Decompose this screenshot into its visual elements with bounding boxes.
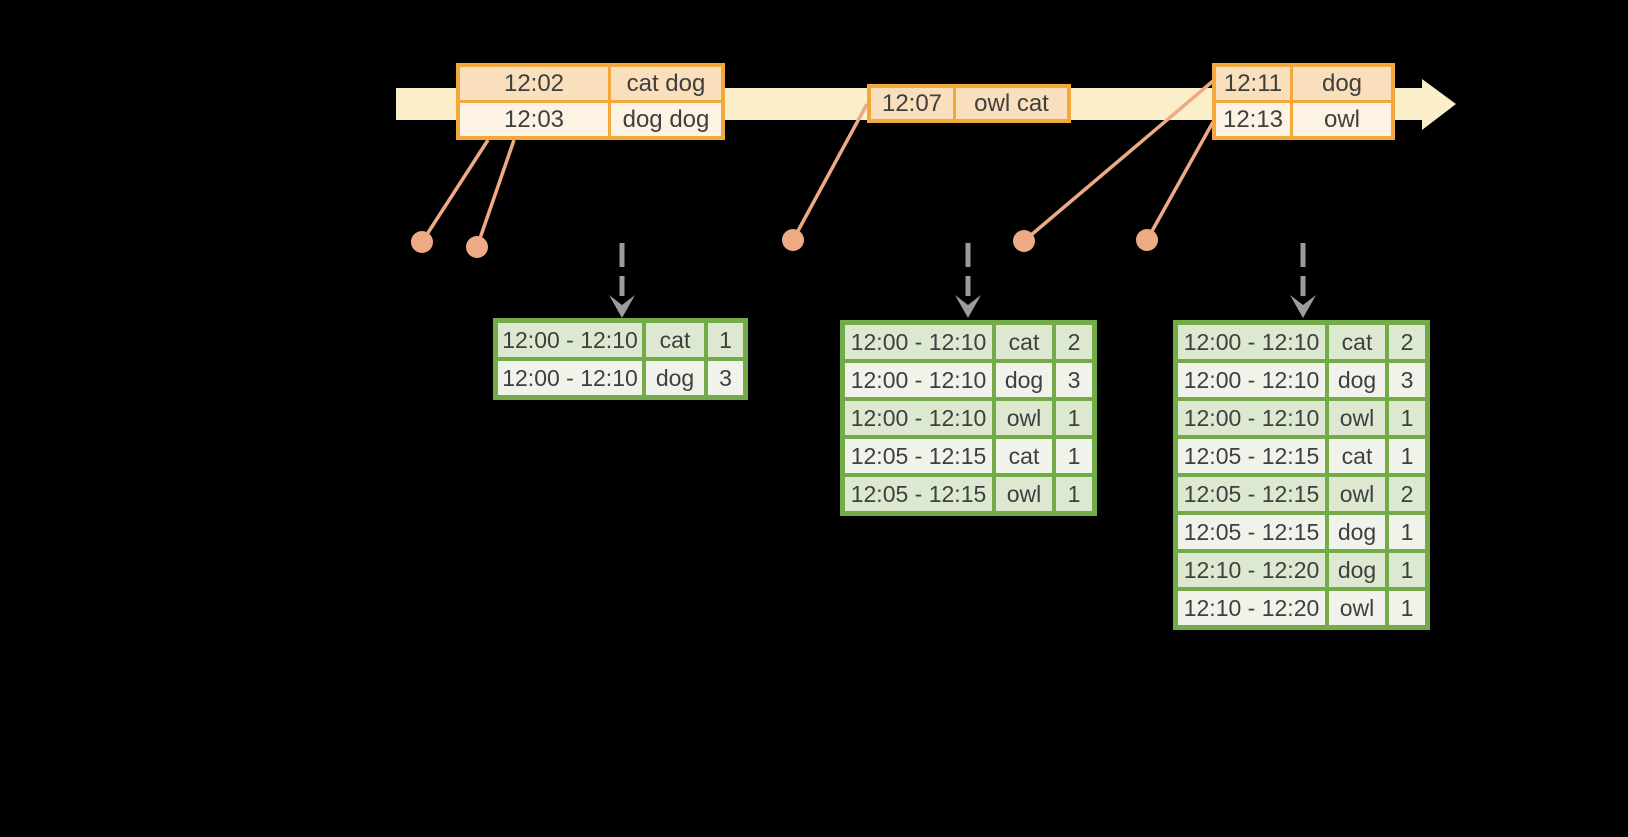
word-cell: dog [996, 363, 1052, 397]
event-words-cell: owl cat [956, 88, 1067, 119]
event-dot-icon [411, 231, 433, 253]
window-cell: 12:10 - 12:20 [1178, 591, 1325, 625]
window-cell: 12:00 - 12:10 [845, 325, 992, 359]
event-table-2: 12:07 owl cat [867, 84, 1071, 123]
trigger-arrowhead-icon [609, 295, 635, 318]
word-cell: owl [1329, 477, 1385, 511]
window-cell: 12:05 - 12:15 [1178, 439, 1325, 473]
count-cell: 3 [1056, 363, 1092, 397]
event-time-cell: 12:11 [1216, 67, 1290, 100]
word-cell: cat [646, 323, 704, 357]
event-words-cell: cat dog [611, 67, 721, 100]
count-cell: 3 [1389, 363, 1425, 397]
window-cell: 12:00 - 12:10 [1178, 401, 1325, 435]
count-cell: 1 [1056, 477, 1092, 511]
connector-line [791, 103, 869, 241]
connector-line [1022, 79, 1215, 243]
count-cell: 2 [1389, 477, 1425, 511]
word-cell: owl [996, 401, 1052, 435]
event-dot-icon [1013, 230, 1035, 252]
count-cell: 2 [1389, 325, 1425, 359]
connector-line [1145, 121, 1215, 241]
window-cell: 12:00 - 12:10 [498, 361, 642, 395]
count-cell: 1 [1389, 553, 1425, 587]
window-cell: 12:00 - 12:10 [1178, 363, 1325, 397]
event-time-cell: 12:02 [460, 67, 608, 100]
event-words-cell: dog dog [611, 103, 721, 136]
result-table-1: 12:00 - 12:10 cat 1 12:00 - 12:10 dog 3 [493, 318, 748, 400]
event-time-cell: 12:07 [871, 88, 953, 119]
window-cell: 12:00 - 12:10 [498, 323, 642, 357]
word-cell: cat [1329, 439, 1385, 473]
event-time-cell: 12:03 [460, 103, 608, 136]
count-cell: 1 [708, 323, 743, 357]
event-table-3: 12:11 dog 12:13 owl [1212, 63, 1395, 140]
event-words-cell: owl [1293, 103, 1391, 136]
connector-line [420, 139, 490, 243]
window-cell: 12:05 - 12:15 [845, 439, 992, 473]
event-time-cell: 12:13 [1216, 103, 1290, 136]
result-table-3: 12:00 - 12:10 cat 2 12:00 - 12:10 dog 3 … [1173, 320, 1430, 630]
count-cell: 1 [1389, 401, 1425, 435]
word-cell: owl [1329, 401, 1385, 435]
count-cell: 1 [1056, 401, 1092, 435]
word-cell: dog [1329, 363, 1385, 397]
word-cell: owl [996, 477, 1052, 511]
word-cell: dog [1329, 515, 1385, 549]
word-cell: owl [1329, 591, 1385, 625]
window-cell: 12:05 - 12:15 [1178, 477, 1325, 511]
window-cell: 12:10 - 12:20 [1178, 553, 1325, 587]
word-cell: dog [646, 361, 704, 395]
count-cell: 1 [1389, 515, 1425, 549]
window-cell: 12:05 - 12:15 [1178, 515, 1325, 549]
count-cell: 2 [1056, 325, 1092, 359]
word-cell: cat [996, 439, 1052, 473]
connector-line [475, 139, 516, 248]
count-cell: 3 [708, 361, 743, 395]
event-dot-icon [1136, 229, 1158, 251]
event-table-1: 12:02 cat dog 12:03 dog dog [456, 63, 725, 140]
word-cell: dog [1329, 553, 1385, 587]
count-cell: 1 [1389, 591, 1425, 625]
result-table-2: 12:00 - 12:10 cat 2 12:00 - 12:10 dog 3 … [840, 320, 1097, 516]
word-cell: cat [1329, 325, 1385, 359]
window-cell: 12:05 - 12:15 [845, 477, 992, 511]
event-dot-icon [782, 229, 804, 251]
event-words-cell: dog [1293, 67, 1391, 100]
window-cell: 12:00 - 12:10 [845, 363, 992, 397]
count-cell: 1 [1056, 439, 1092, 473]
trigger-arrowhead-icon [1290, 295, 1316, 318]
trigger-arrowhead-icon [955, 295, 981, 318]
count-cell: 1 [1389, 439, 1425, 473]
word-cell: cat [996, 325, 1052, 359]
event-dot-icon [466, 236, 488, 258]
window-cell: 12:00 - 12:10 [1178, 325, 1325, 359]
window-cell: 12:00 - 12:10 [845, 401, 992, 435]
